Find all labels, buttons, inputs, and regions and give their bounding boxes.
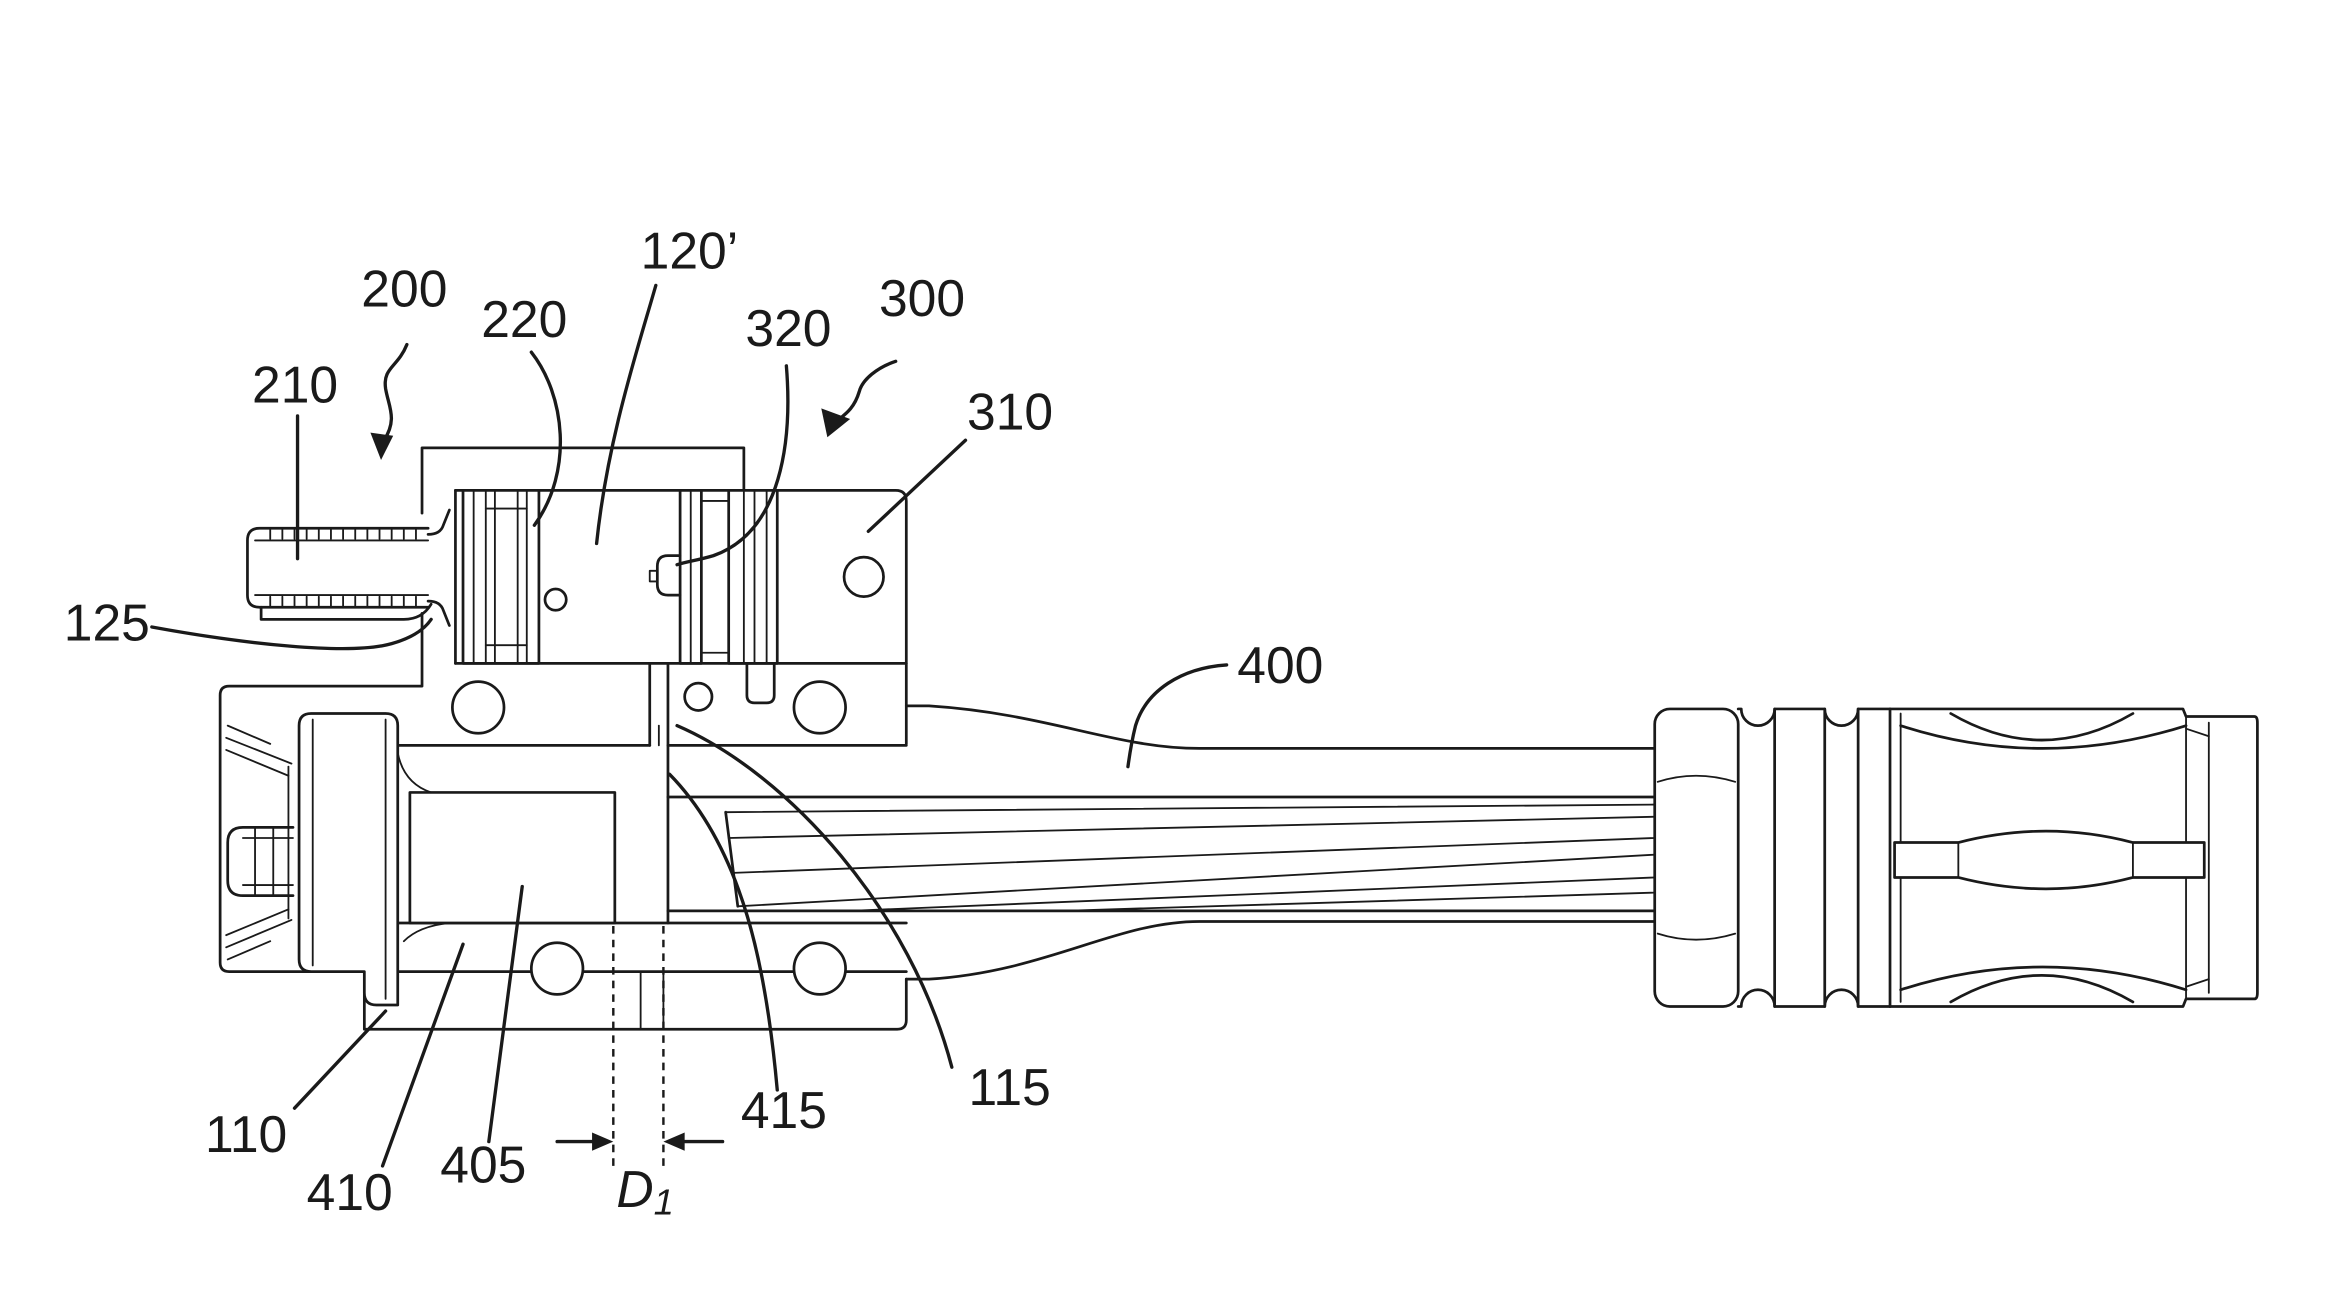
piston-320-rear-disc [729,490,778,663]
label-120-prime: 120’ [641,222,739,280]
lower-channel-lines [641,972,664,1030]
bore-circle [794,943,846,995]
reference-numerals: 200 210 220 120’ 320 300 310 125 400 110… [64,222,1324,1221]
label-110: 110 [205,1105,287,1163]
cage-bottom-slot [1901,967,2186,1002]
fluted-section [668,797,1655,911]
leader-110 [295,1011,386,1108]
collar-top-edge [1738,709,1890,726]
hex-nut [1655,709,1738,1007]
bore-circle [531,943,583,995]
thread-root-lines [255,540,428,595]
cage-middle-slot [1895,831,2205,889]
dimension-arrow-left-head [592,1132,613,1150]
arrowhead-200 [370,433,393,460]
flute-line [733,838,1654,873]
thread-marks-bottom [270,597,416,608]
nut-body [1655,709,1738,1007]
piston-405-lower-chamfer [404,923,450,941]
label-415: 415 [741,1081,827,1139]
threaded-stud-210 [247,510,449,625]
cage-top-slot [1901,713,2186,748]
dimension-subscript: 1 [654,1181,674,1222]
bore-circle [844,557,883,596]
label-200: 200 [361,260,447,318]
piston-405 [398,753,615,941]
leader-120-prime [597,285,656,543]
end-plate [299,713,398,1004]
bore-circle [685,683,712,710]
piston-405-upper-chamfer [398,753,431,792]
piston-320-connector [701,501,728,653]
leader-405 [489,887,522,1142]
cup-hatch-top [226,726,291,776]
label-115: 115 [969,1058,1051,1116]
leader-125 [152,619,431,648]
cup-stub-lines [243,827,293,895]
label-220: 220 [481,290,567,348]
channel-115 [650,663,668,923]
end-plate-body [299,713,398,1004]
flute-line [726,805,1655,813]
leader-300 [840,361,896,419]
leader-415 [669,774,777,1090]
bore-circle [452,682,504,734]
label-310: 310 [967,383,1053,441]
end-cage [1890,709,2257,1007]
flute-line [729,817,1655,838]
label-320: 320 [745,299,831,357]
leader-400 [1128,665,1227,767]
collar-ring-lines [1775,709,1890,1007]
dimension-symbol: D [616,1160,653,1218]
piston-405-body [410,792,615,923]
piston-320-knob [657,556,680,595]
label-300: 300 [879,269,965,327]
barrel-bottom-outline [906,921,1654,979]
leader-200 [384,345,407,441]
bore-circle [545,589,566,610]
piston-320-stem [747,663,774,702]
dimension-label: D1 [616,1160,674,1223]
leader-310 [868,440,965,531]
bore-circle [794,682,846,734]
left-end-cup [226,726,293,960]
cup-hatch-bottom [226,909,291,959]
collar-bottom-edge [1738,990,1890,1007]
grooved-collar [1738,709,1890,1007]
label-410: 410 [307,1163,393,1221]
thread-marks-top [270,528,416,539]
piston-stack-220 [463,490,539,663]
barrel-top-outline [906,706,1654,749]
label-400: 400 [1237,636,1323,694]
stud-neck [428,510,449,625]
flute-line [1063,893,1655,911]
dimension-arrow-right-head [663,1132,684,1150]
label-210: 210 [252,355,338,413]
label-125: 125 [64,594,150,652]
label-405: 405 [440,1136,526,1194]
